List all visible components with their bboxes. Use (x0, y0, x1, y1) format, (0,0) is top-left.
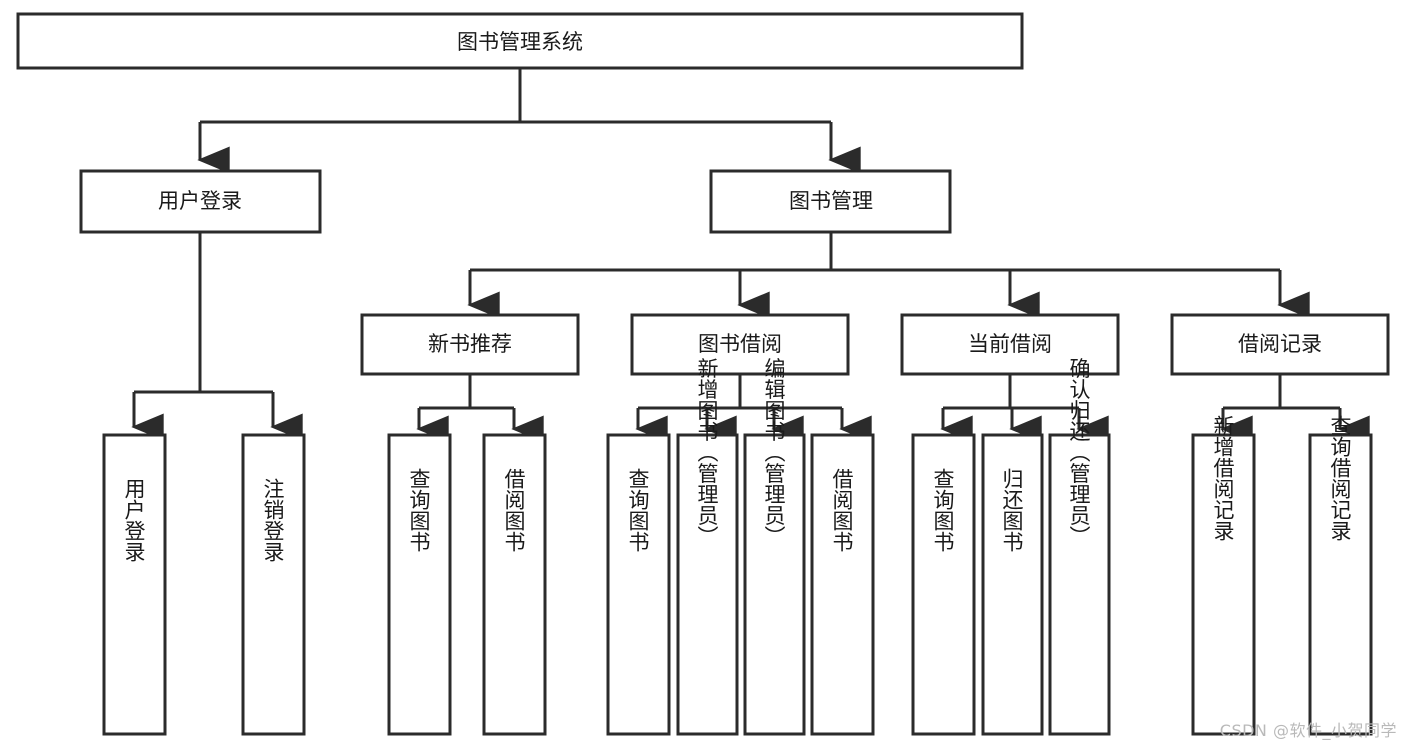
node-leaf-confirm-return-label: 确认归还（管理员） (1067, 358, 1091, 547)
node-leaf-query-book-3-label: 查询图书 (931, 468, 955, 552)
node-leaf-add-book-label: 新增图书（管理员） (695, 358, 719, 547)
node-book-manage[interactable]: 图书管理 (709, 169, 952, 234)
node-user-login[interactable]: 用户登录 (79, 169, 322, 234)
node-new-book-rec-box[interactable] (360, 313, 580, 376)
node-book-manage-label: 图书管理 (789, 189, 873, 213)
node-leaf-borrow-book-2[interactable]: 借阅图书 (810, 433, 875, 736)
node-leaf-add-record-box[interactable] (1191, 433, 1256, 736)
node-leaf-confirm-return-box[interactable] (1048, 433, 1111, 736)
node-leaf-user-login-label: 用户登录 (122, 478, 146, 562)
node-current-borrow[interactable]: 当前借阅 (900, 313, 1120, 376)
node-leaf-logout-box[interactable] (241, 433, 306, 736)
edges-root-to-level2 (197, 68, 861, 174)
edges-borrow-record-to-leaves (1220, 374, 1370, 443)
node-user-login-label: 用户登录 (158, 189, 242, 213)
node-leaf-return-book-box[interactable] (981, 433, 1044, 736)
edges-new-book-rec-to-leaves (416, 374, 544, 443)
node-root-box[interactable] (16, 12, 1024, 70)
node-book-borrow-label: 图书借阅 (698, 332, 782, 356)
edges-book-manage-to-level3 (467, 232, 1310, 319)
node-leaf-edit-book-box[interactable] (743, 433, 806, 736)
node-leaf-query-book-2[interactable]: 查询图书 (606, 433, 671, 736)
node-leaf-query-book-1-box[interactable] (387, 433, 452, 736)
node-leaf-borrow-book-1[interactable]: 借阅图书 (482, 433, 547, 736)
node-leaf-edit-book-label: 编辑图书（管理员） (762, 358, 786, 547)
node-leaf-query-record-label: 查询借阅记录 (1328, 415, 1352, 541)
node-root-label: 图书管理系统 (457, 30, 583, 54)
node-leaf-query-record-box[interactable] (1308, 433, 1373, 736)
node-leaf-query-book-1-label: 查询图书 (407, 468, 431, 552)
node-borrow-record-box[interactable] (1170, 313, 1390, 376)
edges-user-login-to-leaves (131, 232, 303, 441)
node-current-borrow-label: 当前借阅 (968, 332, 1052, 356)
node-user-login-box[interactable] (79, 169, 322, 234)
node-leaf-query-book-2-box[interactable] (606, 433, 671, 736)
node-leaf-add-book[interactable]: 新增图书（管理员） (676, 358, 739, 736)
node-leaf-add-record[interactable]: 新增借阅记录 (1191, 415, 1256, 736)
node-leaf-query-book-3[interactable]: 查询图书 (911, 433, 976, 736)
node-leaf-logout-label: 注销登录 (261, 478, 285, 562)
edges-current-borrow-to-leaves (940, 374, 1109, 443)
node-leaf-borrow-book-1-label: 借阅图书 (502, 468, 526, 552)
node-new-book-rec[interactable]: 新书推荐 (360, 313, 580, 376)
node-current-borrow-box[interactable] (900, 313, 1120, 376)
node-leaf-add-record-label: 新增借阅记录 (1211, 415, 1235, 541)
node-leaf-logout[interactable]: 注销登录 (241, 433, 306, 736)
node-leaf-query-book-1[interactable]: 查询图书 (387, 433, 452, 736)
node-leaf-query-record[interactable]: 查询借阅记录 (1308, 415, 1373, 736)
node-leaf-user-login-box[interactable] (102, 433, 167, 736)
node-leaf-add-book-box[interactable] (676, 433, 739, 736)
node-leaf-edit-book[interactable]: 编辑图书（管理员） (743, 358, 806, 736)
node-leaf-borrow-book-2-box[interactable] (810, 433, 875, 736)
node-new-book-rec-label: 新书推荐 (428, 332, 512, 356)
node-leaf-confirm-return[interactable]: 确认归还（管理员） (1048, 358, 1111, 736)
node-leaf-query-book-2-label: 查询图书 (626, 468, 650, 552)
node-borrow-record-label: 借阅记录 (1238, 332, 1322, 356)
node-book-borrow[interactable]: 图书借阅 (630, 313, 850, 376)
node-leaf-return-book[interactable]: 归还图书 (981, 433, 1044, 736)
node-leaf-return-book-label: 归还图书 (1000, 468, 1024, 552)
node-leaf-user-login[interactable]: 用户登录 (102, 433, 167, 736)
node-leaf-borrow-book-1-box[interactable] (482, 433, 547, 736)
node-root[interactable]: 图书管理系统 (16, 12, 1024, 70)
node-leaf-query-book-3-box[interactable] (911, 433, 976, 736)
node-book-borrow-box[interactable] (630, 313, 850, 376)
node-borrow-record[interactable]: 借阅记录 (1170, 313, 1390, 376)
edges-book-borrow-to-leaves (635, 374, 872, 443)
node-book-manage-box[interactable] (709, 169, 952, 234)
node-leaf-borrow-book-2-label: 借阅图书 (830, 468, 854, 552)
